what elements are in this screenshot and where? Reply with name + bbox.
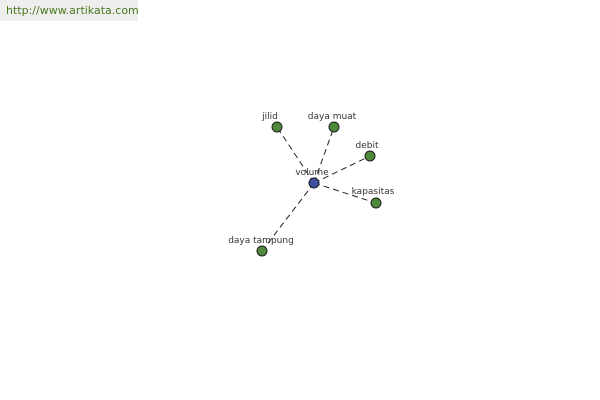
node-daya-tampung[interactable] (256, 245, 268, 257)
label-volume: volume (295, 168, 329, 178)
label-jilid: jilid (261, 112, 278, 122)
label-daya-tampung: daya tampung (228, 236, 294, 246)
node-volume[interactable] (308, 177, 320, 189)
label-kapasitas: kapasitas (352, 187, 395, 197)
source-url-bar: http://www.artikata.com (0, 0, 139, 21)
edge-volume-kapasitas (313, 182, 377, 204)
graph-nodes (256, 121, 382, 257)
node-jilid[interactable] (271, 121, 283, 133)
label-daya-muat: daya muat (308, 112, 357, 122)
node-kapasitas[interactable] (370, 197, 382, 209)
graph-labels: jilid daya muat debit kapasitas daya tampung… (228, 112, 394, 246)
source-url-link[interactable]: http://www.artikata.com (6, 4, 139, 17)
label-debit: debit (356, 141, 379, 151)
node-debit[interactable] (364, 150, 376, 162)
graph-edges (261, 126, 377, 252)
edge-volume-debit (313, 155, 371, 184)
edge-volume-daya-tampung (261, 182, 315, 252)
node-daya-muat[interactable] (328, 121, 340, 133)
edge-volume-jilid (276, 126, 315, 184)
